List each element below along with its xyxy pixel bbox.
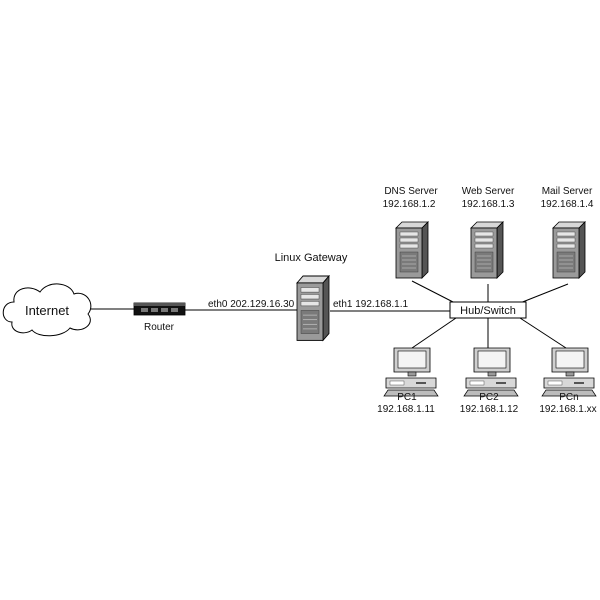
server-ip: 192.168.1.3 [462, 199, 515, 210]
pc-ip: 192.168.1.12 [460, 404, 519, 415]
gateway-eth0-label: eth0 202.129.16.30 [208, 299, 295, 310]
cloud-icon [2, 283, 92, 337]
server-dns: DNS Server 192.168.1.2 [383, 186, 438, 279]
server-ip: 192.168.1.4 [541, 199, 594, 210]
connections [91, 280, 569, 349]
linux-gateway: Linux Gateway eth0 202.129.16.30 eth1 19… [208, 252, 409, 341]
pc-n: PCn 192.168.1.xx [539, 347, 597, 415]
pc1-computer-icon [383, 347, 439, 397]
server-web: Web Server 192.168.1.3 [462, 186, 515, 279]
internet-label: Internet [25, 303, 69, 318]
pc-ip: 192.168.1.xx [539, 404, 596, 415]
pc-1: PC1 192.168.1.11 [377, 347, 439, 415]
hub-switch: Hub/Switch [449, 301, 527, 319]
pc-name: PC1 [397, 392, 417, 403]
dns-server-icon [395, 221, 429, 279]
pc2-computer-icon [463, 347, 519, 397]
gateway-label: Linux Gateway [275, 252, 348, 264]
mail-server-icon [552, 221, 586, 279]
gateway-server-icon [296, 275, 330, 341]
switch-box [449, 301, 527, 319]
server-mail: Mail Server 192.168.1.4 [541, 186, 594, 279]
server-ip: 192.168.1.2 [383, 199, 436, 210]
switch-label: Hub/Switch [460, 305, 516, 317]
router-icon [133, 302, 186, 316]
router-label: Router [144, 322, 175, 333]
switch-pc1-link [411, 317, 457, 349]
pc-name: PC2 [479, 392, 499, 403]
server-name: DNS Server [384, 186, 438, 197]
internet-cloud: Internet [2, 283, 92, 337]
pc-2: PC2 192.168.1.12 [460, 347, 519, 415]
pc-ip: 192.168.1.11 [377, 404, 435, 415]
server-name: Mail Server [542, 186, 593, 197]
pcn-computer-icon [541, 347, 597, 397]
gateway-eth1-label: eth1 192.168.1.1 [333, 299, 409, 310]
switch-dns-link [411, 280, 456, 304]
router-device: Router [133, 302, 186, 333]
web-server-icon [470, 221, 504, 279]
switch-pcn-link [519, 317, 567, 349]
pc-name: PCn [559, 392, 578, 403]
server-name: Web Server [462, 186, 515, 197]
switch-mail-link [519, 283, 569, 304]
